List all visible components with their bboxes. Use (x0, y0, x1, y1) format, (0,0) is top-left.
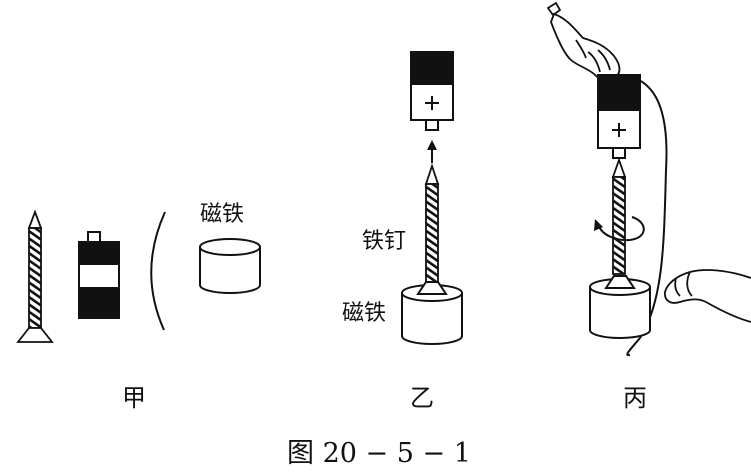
upper-hand (546, 1, 621, 82)
battery-c (597, 74, 641, 159)
label-panel-c: 丙 (623, 384, 647, 412)
battery-b (410, 51, 454, 131)
magnet-a (199, 238, 261, 294)
label-panel-a: 甲 (122, 384, 146, 412)
label-magnet-b: 磁铁 (342, 301, 387, 326)
up-arrow (427, 140, 437, 163)
label-magnet-a: 磁铁 (200, 202, 245, 227)
wire-c (621, 74, 668, 357)
magnet-b (401, 281, 463, 345)
rotation-arrow (594, 216, 645, 242)
label-nail-b: 铁钉 (362, 229, 407, 254)
label-panel-b: 乙 (410, 384, 434, 412)
panel-b (401, 51, 463, 345)
nail-c (611, 157, 627, 275)
magnet-c (589, 275, 651, 339)
figure-caption: 图 20 − 5 − 1 (287, 438, 471, 469)
panel-c (546, 1, 751, 357)
panel-a (16, 209, 261, 343)
lower-hand (664, 269, 751, 323)
nail-b (424, 163, 440, 283)
wire-a (150, 211, 166, 331)
battery-a (78, 231, 120, 319)
nail-a (16, 209, 54, 343)
